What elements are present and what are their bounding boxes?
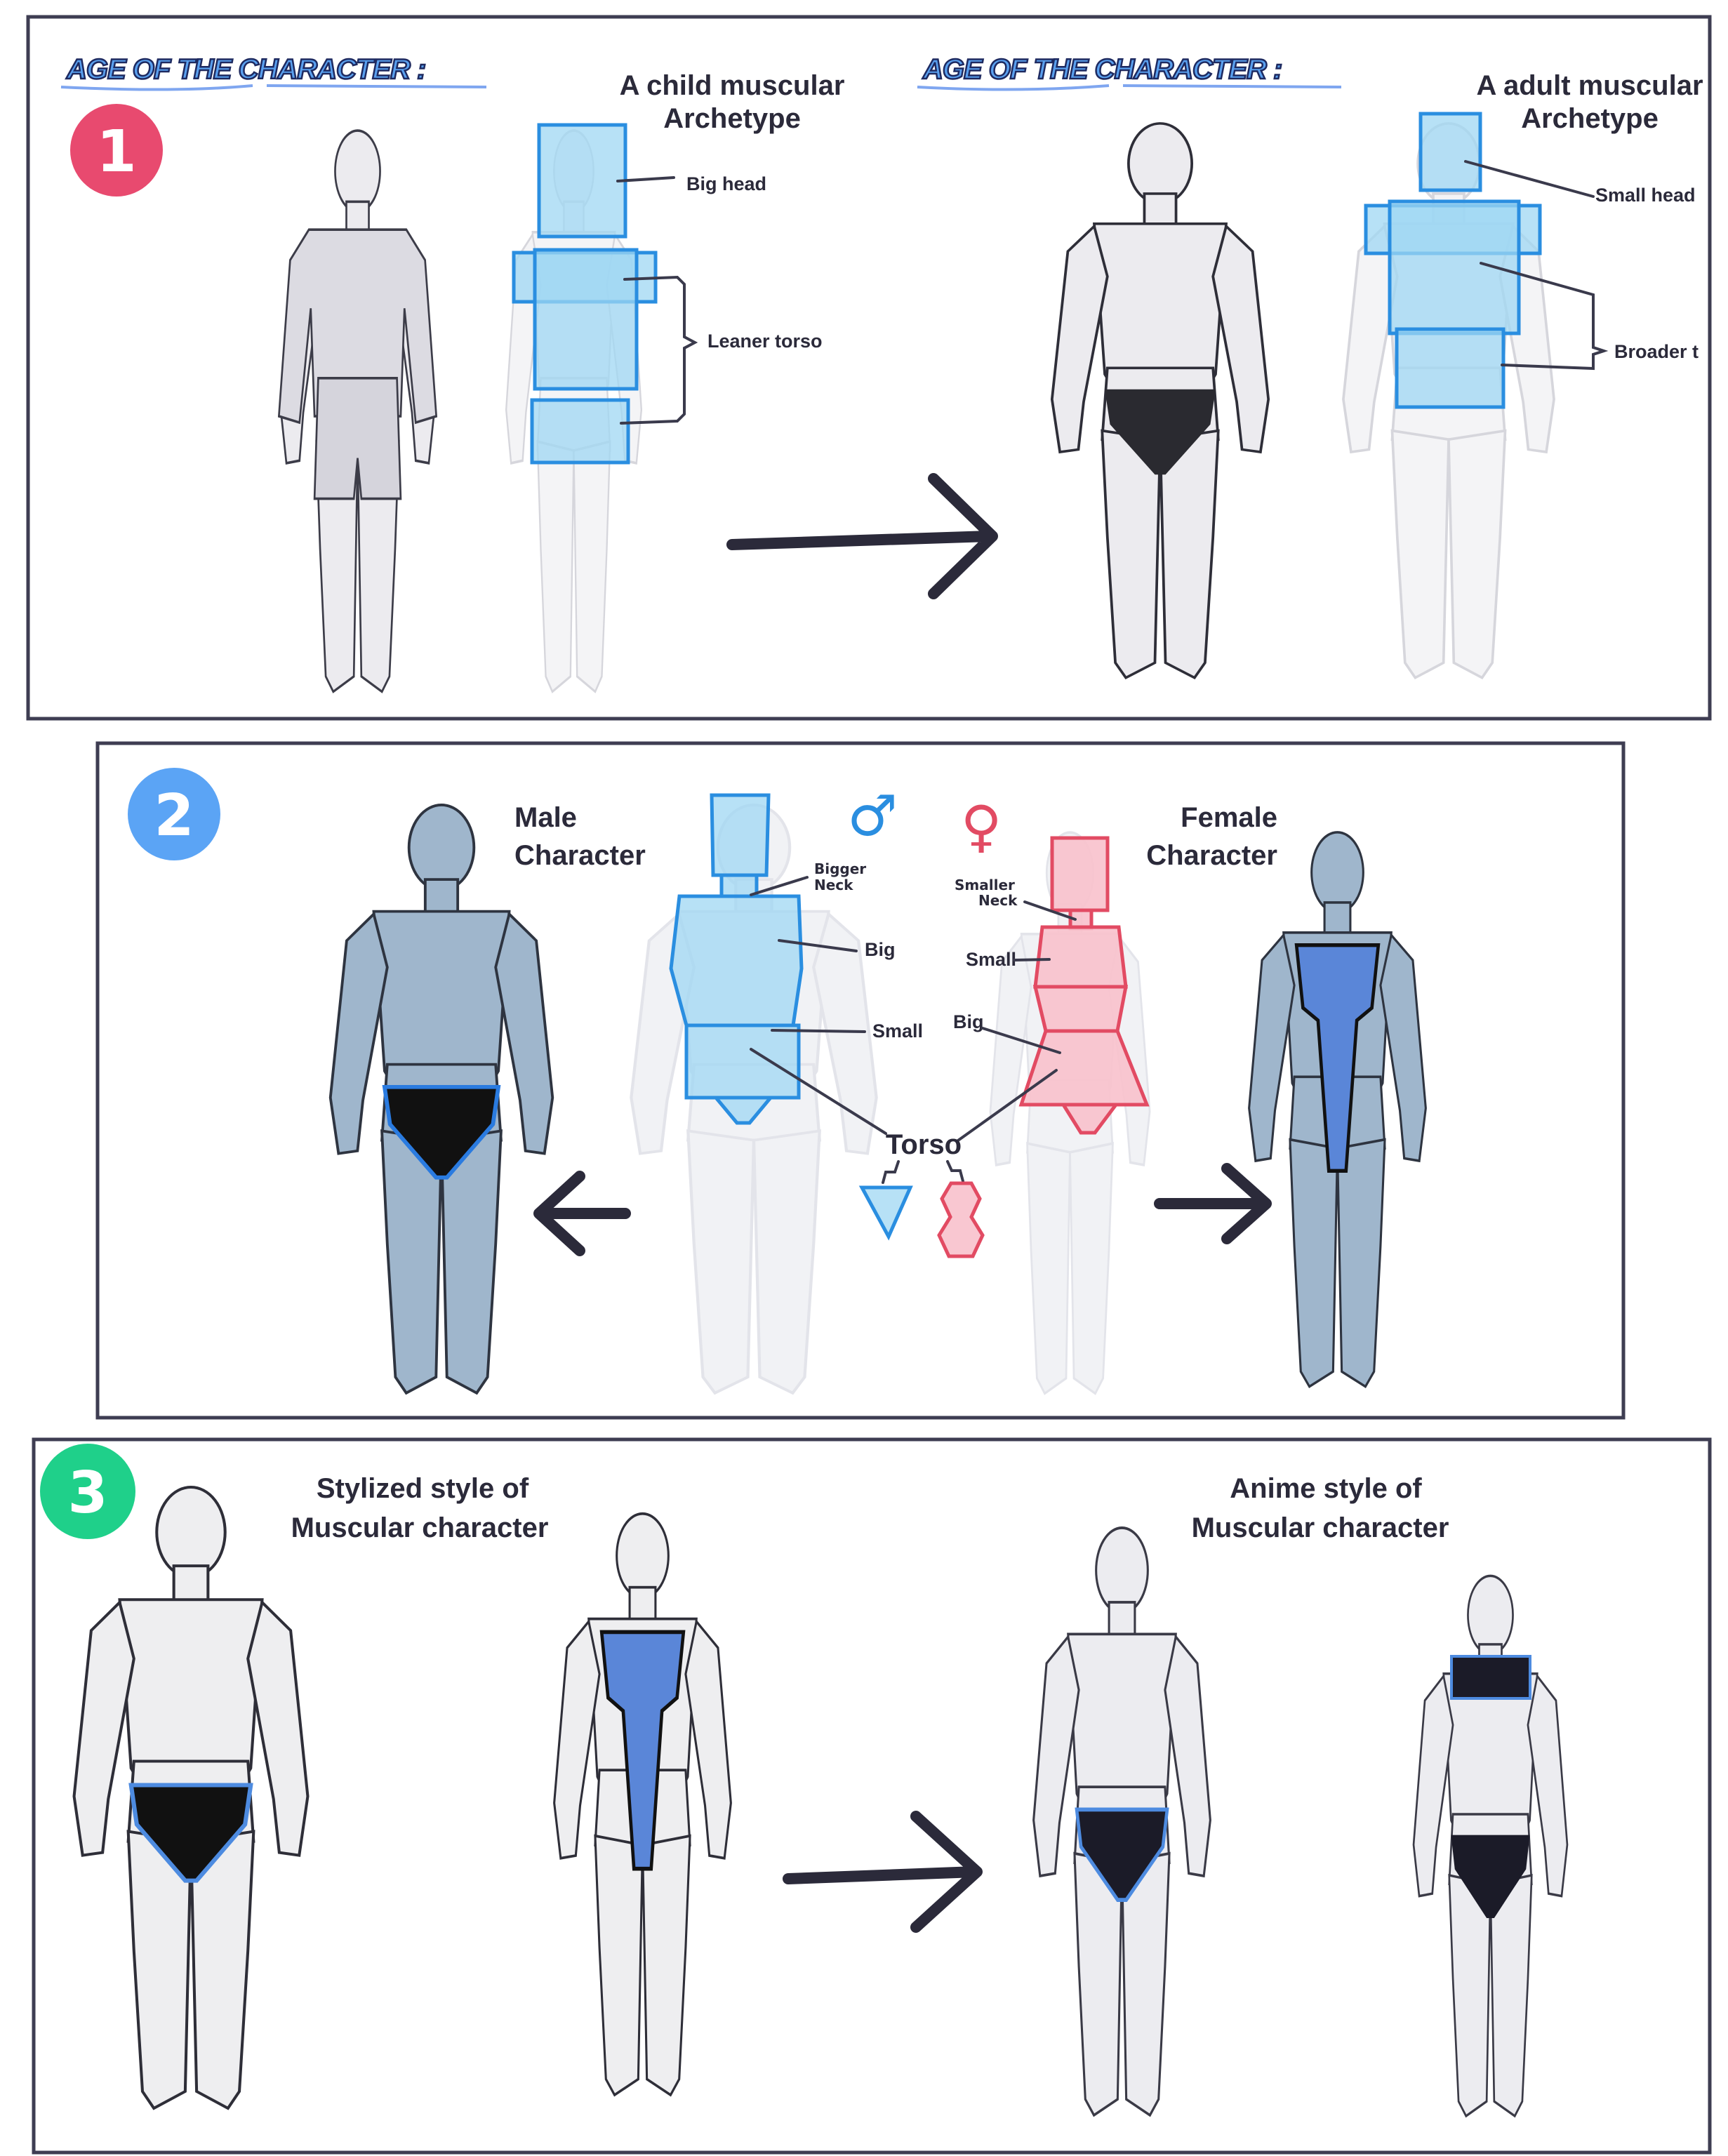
female-head-shape xyxy=(1050,836,1110,912)
badge-2 xyxy=(128,768,220,860)
badge-3 xyxy=(40,1444,135,1539)
label-male-big: Big xyxy=(865,939,896,960)
leader-male-small xyxy=(771,1029,866,1033)
adult-head-box xyxy=(1418,112,1482,192)
male-hip-shape xyxy=(684,1023,801,1100)
label-leaner-torso: Leaner torso xyxy=(707,331,823,352)
leader-male-big xyxy=(778,939,858,952)
leader-small-head xyxy=(1464,160,1595,198)
child-torso-box xyxy=(533,248,639,391)
anime-title-2: Muscular character xyxy=(1192,1512,1449,1543)
male-head-shape xyxy=(710,793,771,877)
child-head-box xyxy=(537,123,627,239)
leader-female-small xyxy=(1013,958,1051,961)
leader-big-head xyxy=(616,176,675,182)
leader-female-big xyxy=(981,1027,1061,1054)
arrow-to-female xyxy=(1154,1163,1272,1244)
arrow-child-to-adult xyxy=(726,473,998,599)
panel-gender xyxy=(95,741,1626,1420)
female-crotch-shape xyxy=(1060,1103,1119,1135)
leader-smaller-neck xyxy=(1023,900,1077,921)
panel-age xyxy=(26,15,1712,721)
stylized-title-2: Muscular character xyxy=(291,1512,549,1543)
anime-title-1: Anime style of xyxy=(1230,1473,1422,1504)
heading-underline-right xyxy=(917,84,1342,91)
child-hip-box xyxy=(530,398,630,465)
male-crotch-shape xyxy=(712,1096,775,1125)
label-bigger-neck-1: Bigger xyxy=(814,860,866,877)
label-male-small: Small xyxy=(872,1020,923,1042)
label-broader-torso: Broader t xyxy=(1614,341,1699,362)
male-title-1: Male xyxy=(514,802,577,833)
female-torso-hourglass-icon xyxy=(937,1181,985,1258)
leaders-torso-shapes xyxy=(882,1160,964,1184)
label-female-small: Small xyxy=(966,949,1016,970)
adult-hip-box xyxy=(1395,327,1506,409)
female-title-2: Character xyxy=(1146,840,1277,871)
adult-archetype-title-1: A adult muscular xyxy=(1476,70,1703,101)
child-archetype-title-1: A child muscular xyxy=(620,70,845,101)
female-waist-shape xyxy=(1032,985,1129,1033)
female-chest-shape xyxy=(1033,925,1128,989)
child-archetype-title-2: Archetype xyxy=(663,103,801,134)
male-symbol-icon: ♂ xyxy=(847,783,898,849)
label-bigger-neck-2: Neck xyxy=(814,877,853,893)
stylized-title-1: Stylized style of xyxy=(317,1473,529,1504)
label-big-head: Big head xyxy=(686,173,766,194)
arrow-stylized-to-anime xyxy=(783,1811,983,1933)
leaders-torso xyxy=(750,1048,1058,1142)
badge-3-number: 3 xyxy=(67,1460,107,1526)
age-heading-right: AGE OF THE CHARACTER : xyxy=(922,54,1282,85)
panel-styles xyxy=(32,1437,1712,2155)
label-small-head: Small head xyxy=(1595,185,1696,206)
label-female-big: Big xyxy=(953,1011,984,1032)
heading-underline-left xyxy=(60,84,487,91)
label-torso: Torso xyxy=(886,1129,962,1160)
bracket-leaner-torso xyxy=(620,275,698,425)
age-heading-left: AGE OF THE CHARACTER : xyxy=(66,54,425,85)
male-chest-shape xyxy=(669,894,804,1027)
badge-1-number: 1 xyxy=(96,119,136,185)
female-title-1: Female xyxy=(1181,802,1277,833)
bracket-broader-torso xyxy=(1480,262,1609,371)
male-neck-shape xyxy=(719,873,759,898)
male-title-2: Character xyxy=(514,840,646,871)
anime-female-top xyxy=(1450,1655,1531,1700)
female-symbol-icon: ♀ xyxy=(961,794,1002,859)
male-torso-triangle-icon xyxy=(858,1185,913,1241)
arrow-to-male xyxy=(533,1171,631,1256)
badge-1 xyxy=(70,104,163,197)
label-smaller-neck-2: Neck xyxy=(978,892,1018,909)
adult-archetype-title-2: Archetype xyxy=(1521,103,1659,134)
badge-2-number: 2 xyxy=(154,783,194,849)
leader-bigger-neck xyxy=(750,876,809,896)
label-smaller-neck-1: Smaller xyxy=(955,877,1015,893)
